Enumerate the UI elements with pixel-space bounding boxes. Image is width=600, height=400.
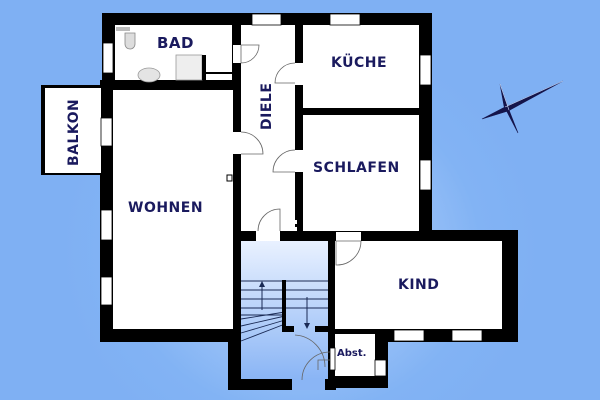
bathroom-fixtures (116, 27, 233, 83)
wall-details (226, 174, 297, 231)
room-label-diele: DIELE (259, 82, 275, 130)
staircase (240, 280, 328, 342)
room-label-kueche: KÜCHE (331, 55, 388, 71)
room-label-abst: Abst. (337, 348, 367, 359)
room-fills (45, 25, 502, 390)
compass-rose-icon (481, 80, 564, 134)
windows (100, 13, 483, 377)
room-label-bad: BAD (157, 34, 194, 52)
room-label-schlafen: SCHLAFEN (313, 160, 400, 176)
room-label-kind: KIND (398, 277, 440, 293)
room-label-balkon: BALKON (66, 98, 82, 166)
doors (233, 44, 362, 381)
room-label-wohnen: WOHNEN (128, 200, 204, 216)
